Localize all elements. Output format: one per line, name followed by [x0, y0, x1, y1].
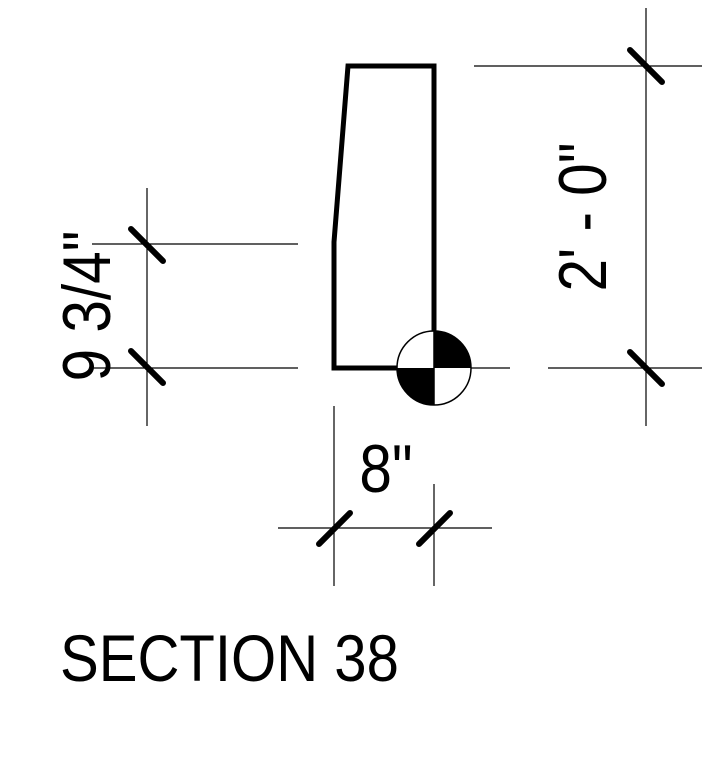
right-dimension: 2' - 0" — [474, 8, 702, 426]
left-tick-bottom — [128, 348, 166, 386]
left-tick-top — [128, 226, 166, 264]
right-tick-top — [627, 47, 665, 85]
left-dimension-label: 9 3/4" — [50, 231, 125, 382]
left-dimension: 9 3/4" — [50, 188, 298, 426]
bottom-tick-right — [416, 510, 453, 547]
right-tick-bottom — [627, 349, 665, 387]
section-profile-outline — [331, 63, 437, 371]
bottom-tick-left — [316, 510, 353, 547]
quartered-circle-marker-icon — [396, 330, 472, 406]
section-title: SECTION 38 — [60, 621, 399, 695]
bottom-dimension: 8" — [278, 406, 492, 586]
right-dimension-label: 2' - 0" — [546, 143, 621, 292]
bottom-dimension-label: 8" — [359, 432, 412, 507]
